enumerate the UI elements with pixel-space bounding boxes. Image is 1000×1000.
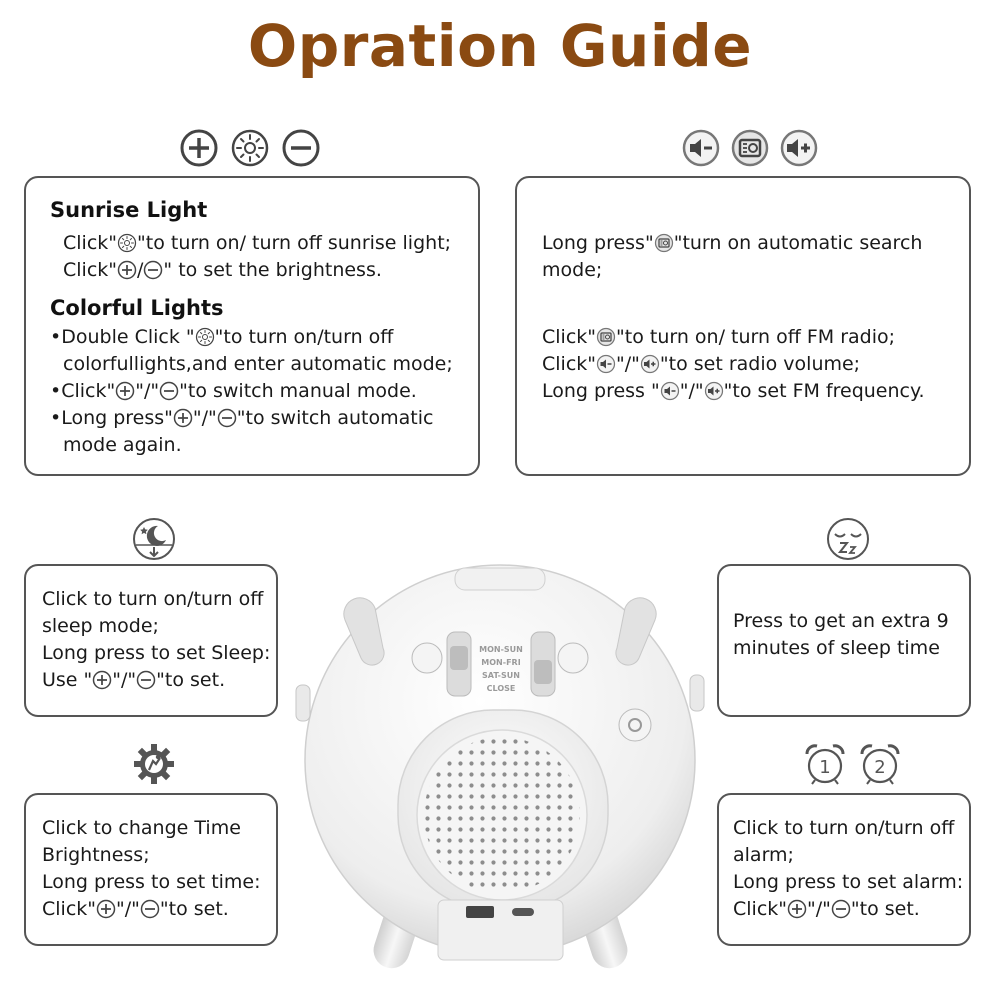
page-title: Opration Guide	[247, 12, 753, 80]
sun-icon	[117, 233, 137, 253]
time-line-4: Click""/""to set.	[42, 898, 229, 920]
switch-label-4: CLOSE	[487, 684, 516, 693]
volume-up-icon	[704, 381, 724, 401]
switch-label-2: MON-FRI	[481, 658, 520, 667]
radio-line-4: Long press ""/""to set FM frequency.	[542, 380, 925, 402]
time-guide-box: Click to change Time Brightness; Long pr…	[24, 793, 278, 946]
right-dial[interactable]	[615, 597, 657, 666]
radio-line-2: Click""to turn on/ turn off FM radio;	[542, 326, 896, 348]
radio-control-icons	[681, 128, 819, 172]
sleep-line-2: sleep mode;	[42, 615, 159, 637]
light-guide-box: Sunrise Light Click""to turn on/ turn of…	[24, 176, 480, 476]
sunrise-line-1: Click""to turn on/ turn off sunrise ligh…	[63, 232, 452, 254]
left-side-button[interactable]	[295, 684, 311, 722]
colorful-line-2: •Click""/""to switch manual mode.	[50, 380, 417, 402]
time-line-2: Brightness;	[42, 844, 150, 866]
minus-icon	[831, 899, 851, 919]
volume-down-icon	[596, 354, 616, 374]
alarm-icons: 1 2	[803, 742, 902, 790]
speaker-grille	[424, 737, 580, 893]
alarm-line-2: alarm;	[733, 844, 794, 866]
snooze-guide-box: Press to get an extra 9 minutes of sleep…	[717, 564, 971, 717]
colorful-heading: Colorful Lights	[50, 296, 224, 320]
sleep-line-3: Long press to set Sleep:	[42, 642, 271, 664]
snooze-icon	[827, 518, 869, 560]
snooze-line-2: minutes of sleep time	[733, 637, 940, 659]
light-control-icons	[179, 128, 321, 172]
minus-icon	[159, 381, 179, 401]
minus-icon	[281, 128, 321, 168]
alarm-guide-box: Click to turn on/turn off alarm; Long pr…	[717, 793, 971, 946]
sleep-line-1: Click to turn on/turn off	[42, 588, 264, 610]
radio-icon	[730, 128, 770, 168]
plus-icon	[117, 260, 137, 280]
svg-text:2: 2	[874, 757, 885, 778]
plus-icon	[787, 899, 807, 919]
alarm-line-4: Click""/""to set.	[733, 898, 920, 920]
snooze-bar[interactable]	[454, 567, 546, 591]
sun-icon	[195, 327, 215, 347]
time-line-1: Click to change Time	[42, 817, 241, 839]
sun-icon	[230, 128, 270, 168]
volume-down-icon	[660, 381, 680, 401]
alarm-1-icon: 1	[805, 744, 845, 785]
sunrise-heading: Sunrise Light	[50, 198, 208, 222]
radio-line-1b: mode;	[542, 259, 603, 281]
sleep-line-4: Use ""/""to set.	[42, 669, 226, 691]
colorful-line-3b: mode again.	[63, 434, 182, 456]
alarm-2-button[interactable]	[557, 642, 589, 674]
volume-down-icon	[681, 128, 721, 168]
right-side-button[interactable]	[689, 674, 705, 712]
colorful-line-3: •Long press""/""to switch automatic	[50, 407, 434, 429]
volume-up-icon	[779, 128, 819, 168]
port-panel	[437, 899, 564, 961]
radio-line-1: Long press""turn on automatic search	[542, 232, 923, 254]
radio-guide-box: Long press""turn on automatic search mod…	[515, 176, 971, 476]
plus-icon	[173, 408, 193, 428]
alarm-1-button[interactable]	[411, 642, 443, 674]
plus-icon	[179, 128, 219, 168]
plus-icon	[96, 899, 116, 919]
time-gear-icon	[134, 744, 174, 784]
switch-label-1: MON-SUN	[479, 645, 523, 654]
snooze-line-1: Press to get an extra 9	[733, 610, 949, 632]
minus-icon	[140, 899, 160, 919]
radio-icon	[654, 233, 674, 253]
svg-text:1: 1	[819, 757, 830, 778]
sunrise-line-2: Click"/" to set the brightness.	[63, 259, 382, 281]
alarm-line-1: Click to turn on/turn off	[733, 817, 955, 839]
plus-icon	[92, 670, 112, 690]
left-dial[interactable]	[343, 597, 385, 666]
alarm-2-icon: 2	[860, 744, 900, 785]
colorful-line-1b: colorfullights,and enter automatic mode;	[63, 353, 453, 375]
minus-icon	[143, 260, 163, 280]
switch-label-3: SAT-SUN	[482, 671, 520, 680]
radio-icon	[596, 327, 616, 347]
alarm-clock-device: MON-SUN MON-FRI SAT-SUN CLOSE	[295, 564, 705, 969]
minus-icon	[217, 408, 237, 428]
usb-port	[466, 906, 494, 918]
usb-c-port	[512, 908, 534, 916]
time-line-3: Long press to set time:	[42, 871, 261, 893]
alarm-line-3: Long press to set alarm:	[733, 871, 964, 893]
radio-knob[interactable]	[618, 708, 652, 742]
plus-icon	[115, 381, 135, 401]
radio-line-3: Click""/""to set radio volume;	[542, 353, 861, 375]
colorful-line-1: •Double Click ""to turn on/turn off	[50, 326, 394, 348]
sleep-guide-box: Click to turn on/turn off sleep mode; Lo…	[24, 564, 278, 717]
sleep-mode-icon	[133, 518, 175, 560]
volume-up-icon	[640, 354, 660, 374]
minus-icon	[136, 670, 156, 690]
